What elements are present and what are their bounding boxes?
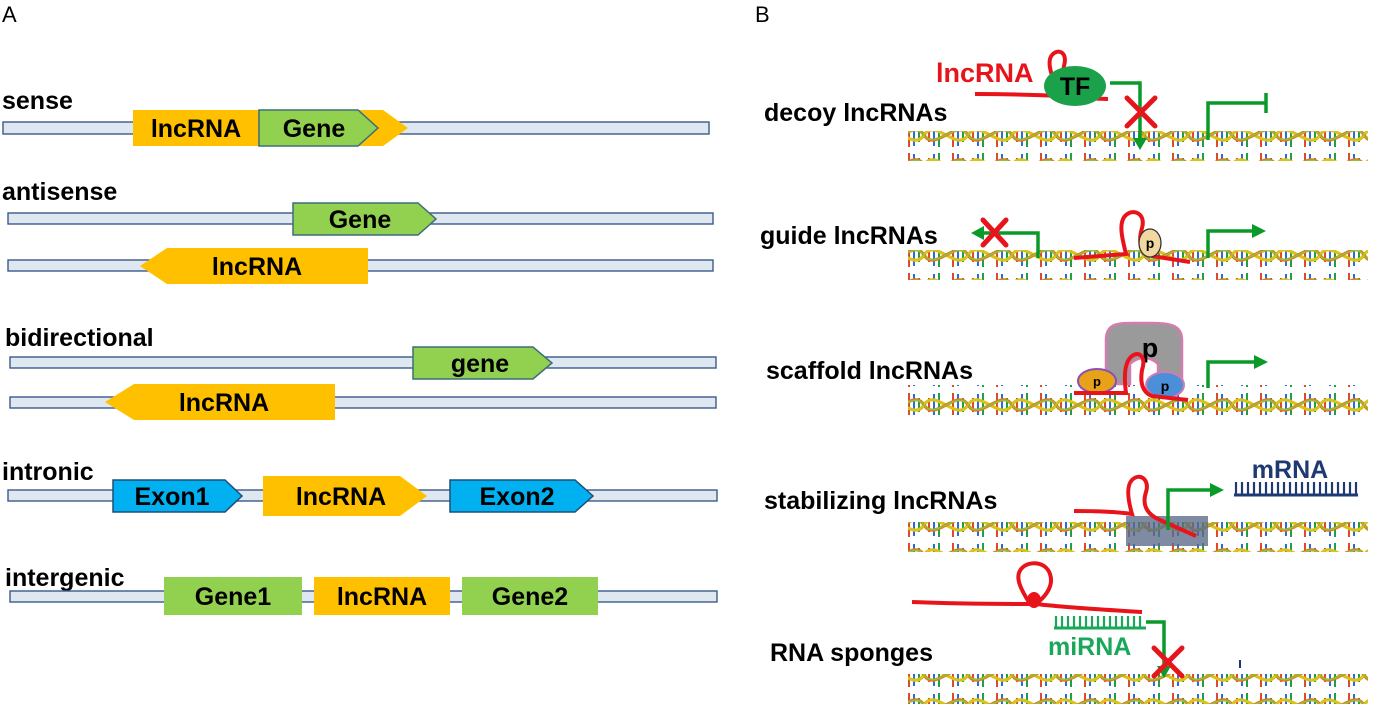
row-label-intergenic: intergenic xyxy=(5,564,125,592)
intronic-lncrna-label: lncRNA xyxy=(296,483,386,511)
scaffold-protein-p-right-tag: p xyxy=(1161,378,1170,394)
decoy-tf-tag: TF xyxy=(1060,73,1091,101)
guide-block-x-icon xyxy=(980,217,1009,248)
antisense-gene-box xyxy=(292,202,438,236)
intronic-exon2-label: Exon2 xyxy=(479,483,554,511)
scaffold-lncrna-strand xyxy=(1074,351,1189,402)
intergenic-gene1-label: Gene1 xyxy=(195,583,272,611)
dna-helix-2 xyxy=(908,250,1368,280)
intergenic-gene2-box xyxy=(462,577,598,615)
decoy-blocked-arrowhead xyxy=(1133,138,1147,150)
scaffold-activated-arrow xyxy=(1206,360,1256,388)
mrna-strand xyxy=(1234,482,1358,497)
scaffold-activated-arrowhead xyxy=(1254,355,1268,369)
bidirectional-strand-bottom xyxy=(9,396,717,409)
stabilizing-lncrna-strand xyxy=(1073,474,1197,538)
decoy-block-x-icon xyxy=(1124,95,1158,129)
intergenic-lncrna-label: lncRNA xyxy=(337,583,427,611)
fn-label-rna-sponges: RNA sponges xyxy=(770,639,933,667)
scaffold-protein-p-left-tag: p xyxy=(1093,374,1101,389)
guide-left-arrowhead xyxy=(971,226,984,240)
stabilizing-mrna-tag: mRNA xyxy=(1252,456,1328,484)
fn-label-stabilizing: stabilizing lncRNAs xyxy=(764,487,997,515)
antisense-gene-label: Gene xyxy=(329,206,392,234)
intronic-exon1-box xyxy=(112,479,244,513)
sponge-block-x-icon xyxy=(1151,645,1185,679)
stabilizing-transcription-arrowhead xyxy=(1210,483,1224,497)
panel-b-letter: B xyxy=(755,2,770,27)
stabilizing-transcription-arrow xyxy=(1166,488,1212,530)
sense-lncrna-label: lncRNA xyxy=(151,115,241,143)
bidirectional-gene-box xyxy=(412,346,554,380)
bidirectional-gene-label: gene xyxy=(451,350,509,378)
bidirectional-lncrna-box xyxy=(105,384,335,420)
decoy-tf-protein xyxy=(1044,66,1106,106)
intronic-lncrna-box xyxy=(263,476,427,516)
dna-helix-3 xyxy=(908,385,1368,415)
decoy-lncrna-tag: lncRNA xyxy=(936,58,1034,88)
guide-protein-p-tag: p xyxy=(1146,235,1155,251)
intergenic-lncrna-box xyxy=(314,577,450,615)
row-label-sense: sense xyxy=(2,87,73,115)
bidirectional-lncrna-label: lncRNA xyxy=(179,389,269,417)
dna-helix-5 xyxy=(908,674,1368,704)
row-label-antisense: antisense xyxy=(2,178,117,206)
guide-activated-arrow xyxy=(1206,229,1254,258)
fn-label-scaffold: scaffold lncRNAs xyxy=(766,357,973,385)
fn-label-guide: guide lncRNAs xyxy=(760,222,938,250)
antisense-lncrna-label: lncRNA xyxy=(212,253,302,281)
row-label-intronic: intronic xyxy=(2,458,94,486)
sponge-lncrna-strand xyxy=(911,561,1143,614)
bidirectional-strand-top xyxy=(9,356,717,369)
decoy-repressed-promoter-arrow xyxy=(1206,101,1266,140)
antisense-lncrna-box xyxy=(140,248,368,284)
sense-gene-label: Gene xyxy=(283,115,346,143)
row-label-bidirectional: bidirectional xyxy=(5,324,154,352)
intronic-exon2-box xyxy=(449,479,595,513)
sponge-lncrna-knot xyxy=(1027,592,1041,608)
guide-protein-p xyxy=(1138,228,1162,258)
guide-left-arrow xyxy=(982,231,1040,258)
sponge-mirna-tag: miRNA xyxy=(1048,633,1131,661)
panel-a-letter: A xyxy=(2,2,17,27)
guide-activated-arrowhead xyxy=(1252,224,1266,238)
scaffold-protein-p-large-tag: p xyxy=(1142,333,1159,363)
sense-gene-box xyxy=(258,109,380,147)
decoy-blocked-arrow xyxy=(1110,81,1142,140)
sponge-blocked-arrow xyxy=(1146,620,1166,668)
intergenic-gene1-box xyxy=(164,577,302,615)
intergenic-gene2-label: Gene2 xyxy=(492,583,568,611)
fn-label-decoy: decoy lncRNAs xyxy=(764,99,947,127)
mirna-strand xyxy=(1054,616,1146,630)
intronic-exon1-label: Exon1 xyxy=(134,483,209,511)
